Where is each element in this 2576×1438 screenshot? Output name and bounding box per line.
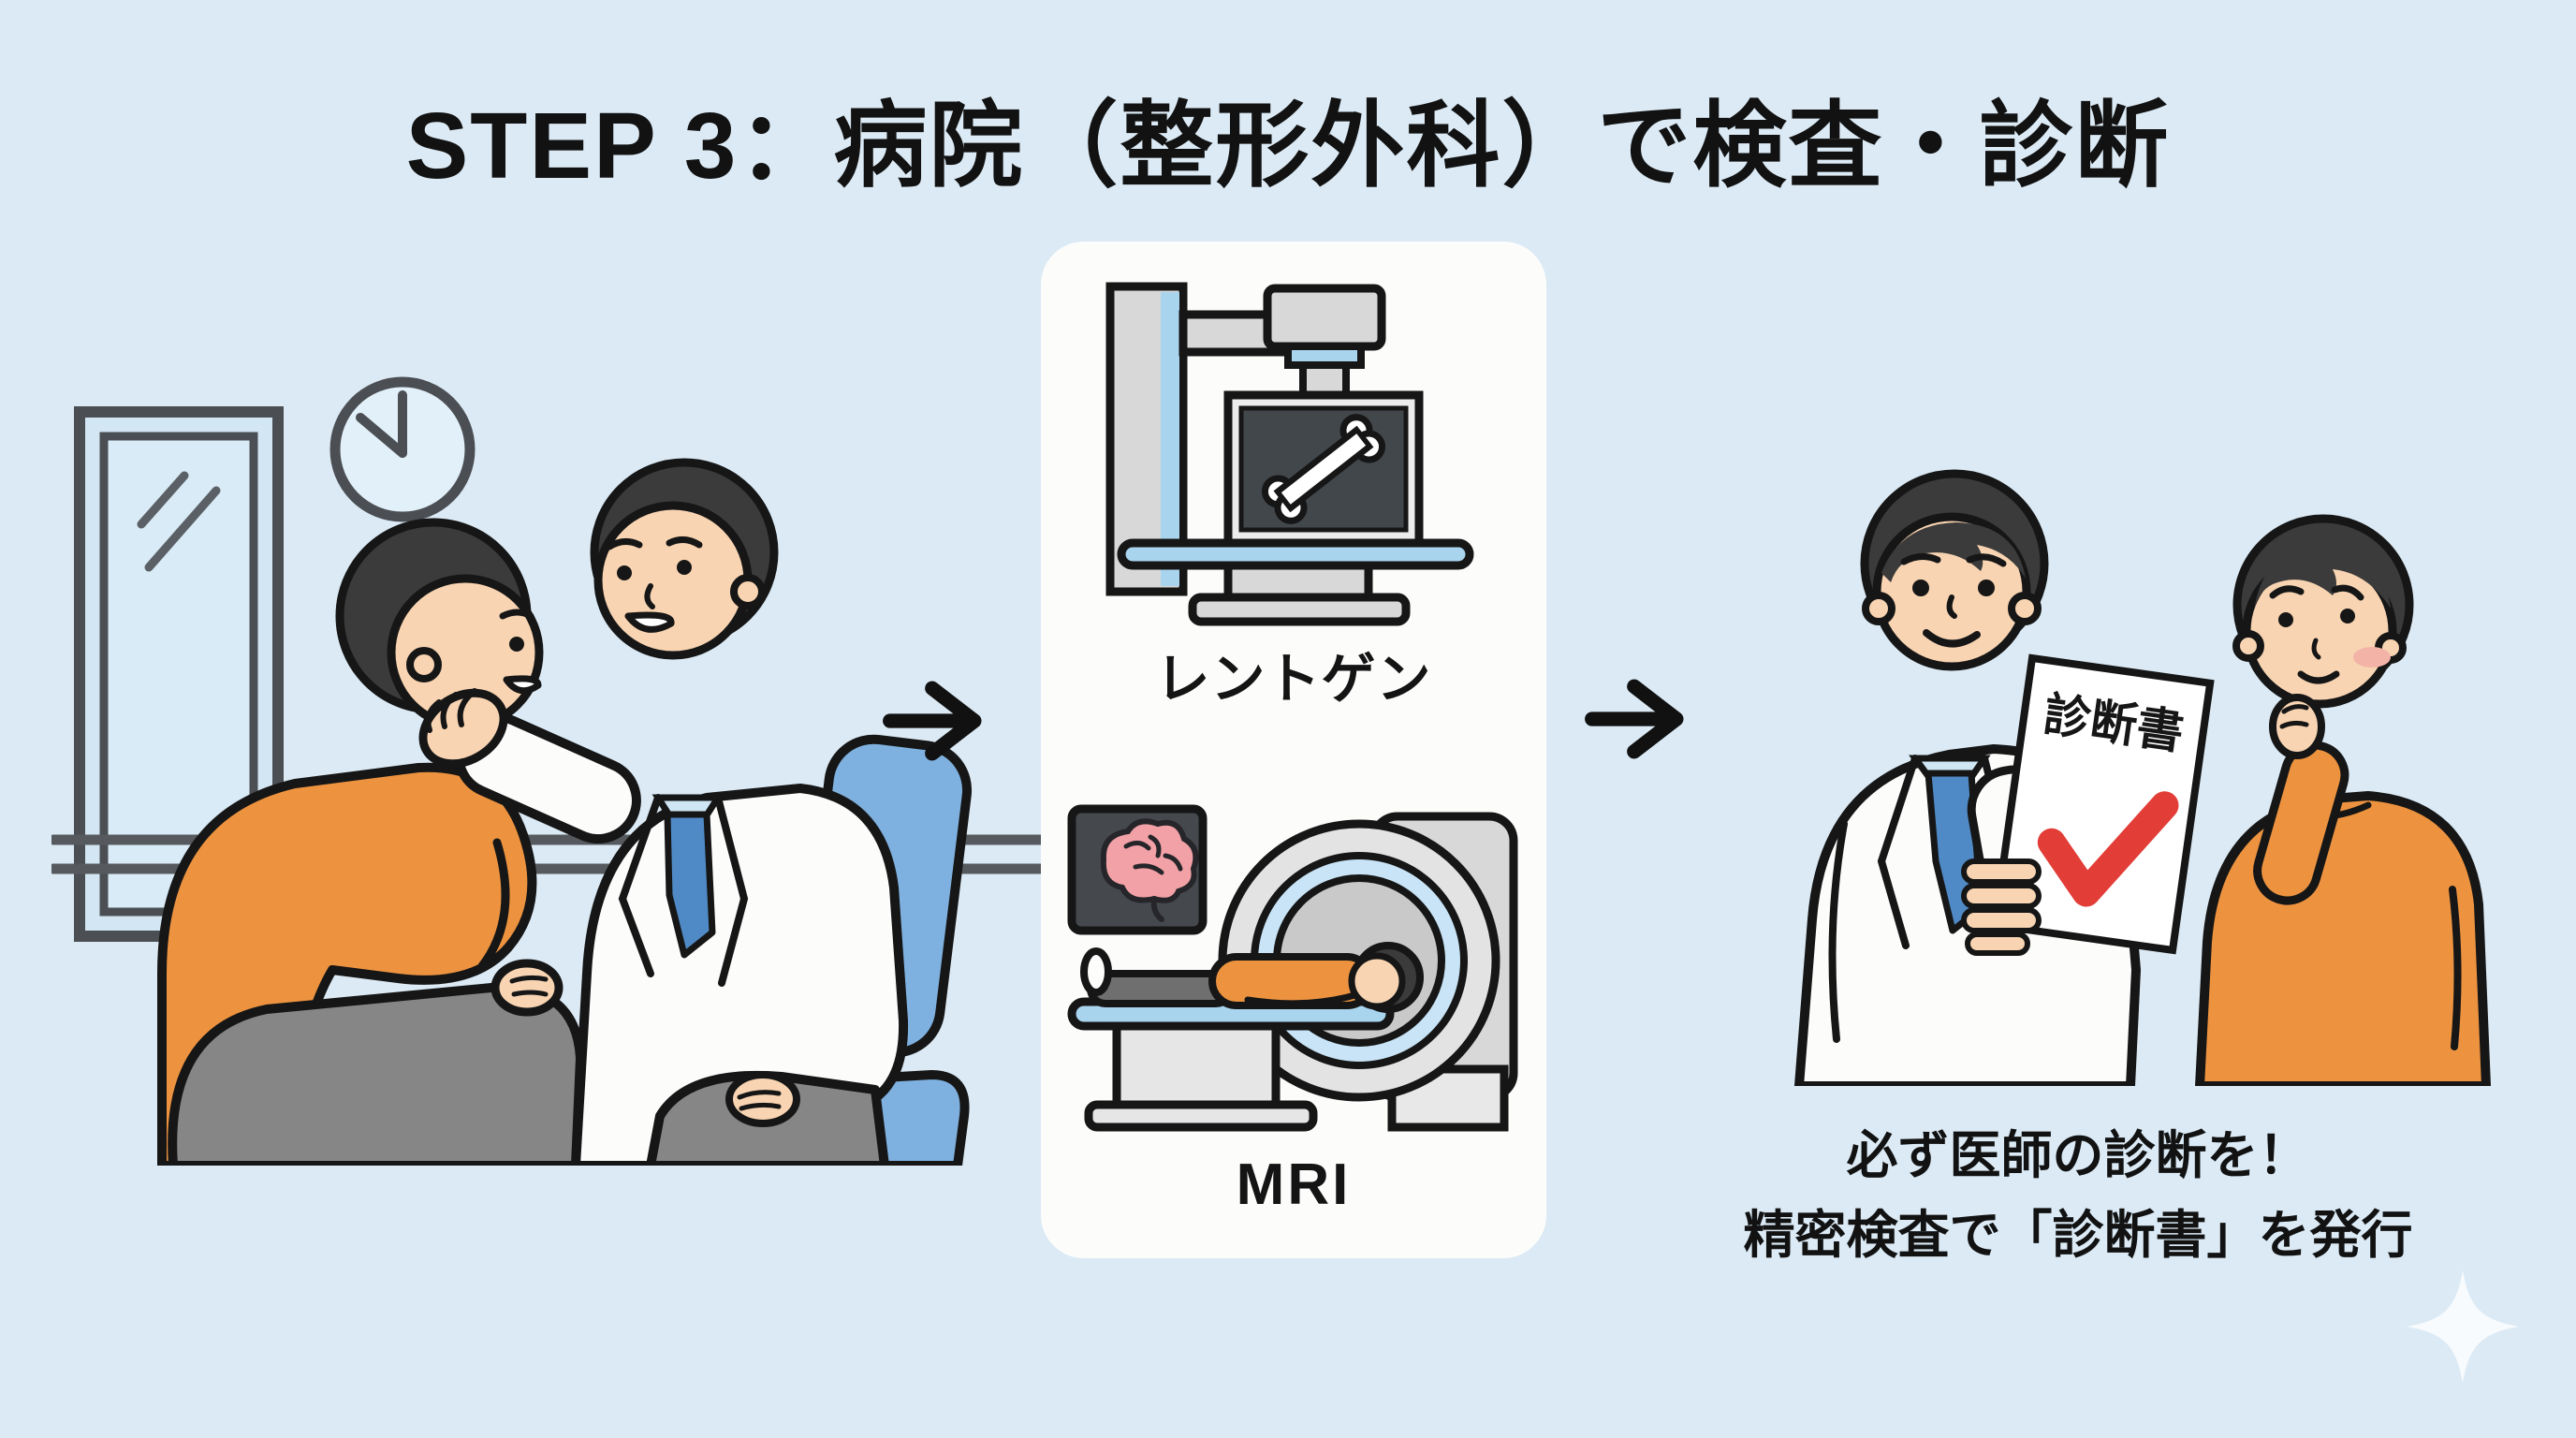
patient-figure xyxy=(2195,514,2491,1086)
patient-figure xyxy=(157,518,585,1166)
arrow-right-icon xyxy=(883,681,982,761)
footer-note: 必ず医師の診断を！ 精密検査で「診断書」を発行 xyxy=(1657,1116,2499,1276)
mirror-icon xyxy=(74,406,284,942)
doctor-hand xyxy=(1961,858,2042,956)
xray-machine-icon xyxy=(1105,282,1474,626)
brain-scan-icon xyxy=(1067,804,1208,935)
doctor-figure xyxy=(418,458,973,1166)
mri-machine-icon xyxy=(1067,804,1518,1132)
sparkle-icon xyxy=(2407,1270,2519,1383)
consultation-scene xyxy=(51,376,1207,1166)
arrow-right-icon xyxy=(1585,679,1684,759)
bone-icon xyxy=(1261,414,1386,524)
checkmark-icon xyxy=(2037,791,2179,907)
blush xyxy=(2353,647,2391,668)
footer-line-2: 精密検査で「診断書」を発行 xyxy=(1743,1206,2413,1265)
footer-line-1: 必ず医師の診断を！ xyxy=(1846,1126,2310,1184)
patient-hand xyxy=(2269,694,2325,759)
exam-card: レントゲン MRI xyxy=(1041,242,1546,1258)
mri-patient xyxy=(1080,942,1424,1013)
doctor-hand xyxy=(418,688,508,769)
xray-label: レントゲン xyxy=(1155,649,1432,710)
page-title: STEP 3：病院（整形外科）で検査・診断 xyxy=(405,94,2171,198)
mri-label: MRI xyxy=(1236,1152,1352,1217)
diagnosis-scene: 診断書 xyxy=(1794,469,2491,1086)
certificate-icon: 診断書 xyxy=(1990,653,2215,955)
clock-icon xyxy=(329,376,476,522)
